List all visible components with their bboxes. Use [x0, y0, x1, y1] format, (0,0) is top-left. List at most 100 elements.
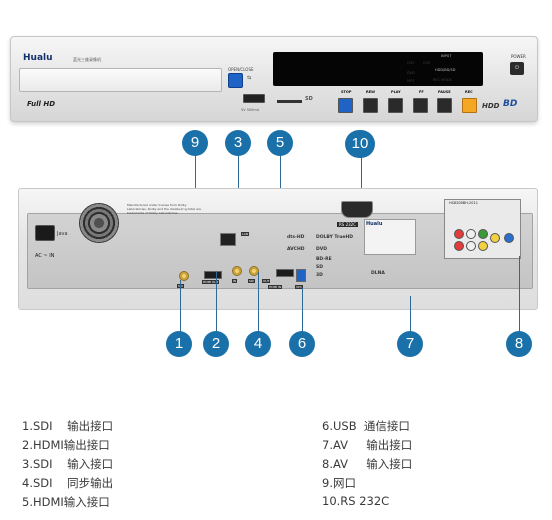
callout-6: 6 — [289, 331, 315, 357]
front-panel: Hualu 蓝光三维录像机 Full HD OPEN/CLOSE ⇆ 5V 50… — [10, 36, 538, 122]
leader-line-8 — [519, 256, 520, 332]
vfd-display: INPUT HDD/BD/SD REC MODE CH1 CH2 DVD MP3 — [273, 52, 483, 86]
3d-logo: 3D — [316, 273, 323, 278]
card-slot — [277, 100, 302, 103]
av-out-red-connector — [454, 241, 464, 251]
leader-line-1 — [180, 280, 181, 332]
ac-power-socket — [35, 225, 55, 241]
rec-mode-label: REC MODE — [433, 78, 452, 82]
channel-1: CH1 — [407, 61, 415, 65]
callout-4: 4 — [245, 331, 271, 357]
av-out-white-connector — [466, 241, 476, 251]
rec-button[interactable] — [462, 98, 477, 113]
rec-label: REC — [465, 90, 473, 94]
hdd-bd-sd-label: HDD/BD/SD — [435, 68, 456, 72]
leader-line-6 — [302, 288, 303, 332]
av-out-yellow-connector — [478, 241, 488, 251]
hdd-logo: HDD — [482, 102, 500, 110]
sticker-brand: Hualu — [366, 221, 383, 227]
usb-caption: 5V 500mA — [241, 108, 260, 112]
sdi-sync-label: OUT — [262, 279, 271, 283]
sdi-in-connector — [232, 266, 242, 276]
legend-item-5: 5.HDMI输入接口 — [22, 495, 110, 509]
stop-button[interactable] — [338, 98, 353, 113]
ff-button[interactable] — [413, 98, 428, 113]
full-hd-badge: Full HD — [27, 100, 55, 108]
rear-usb-port — [296, 269, 306, 282]
legend-item-10: 10.RS 232C — [322, 494, 390, 508]
av-in-red-connector — [454, 229, 464, 239]
av-in-blue-connector — [504, 233, 514, 243]
open-close-button[interactable] — [228, 73, 243, 88]
stop-label: STOP — [341, 90, 352, 94]
ac-in-label: AC ~ IN — [35, 253, 55, 259]
leader-line-10 — [361, 157, 362, 199]
lan-port — [220, 233, 236, 246]
hdmi-in-label: HDMI IN — [268, 285, 283, 289]
ff-label: FF — [419, 90, 424, 94]
java-logo: Java — [57, 231, 68, 237]
bd-re-logo: BD-RE — [316, 257, 332, 262]
usb-icon: ⇆ — [247, 75, 252, 81]
dlna-logo: DLNA — [371, 271, 385, 276]
callout-8: 8 — [506, 331, 532, 357]
leader-line-7 — [410, 296, 411, 332]
cooling-fan — [79, 203, 119, 243]
rear-sticker — [364, 219, 416, 255]
callout-7: 7 — [397, 331, 423, 357]
sdi-out-connector — [179, 271, 189, 281]
input-label: INPUT — [441, 54, 452, 58]
hdmi-in-port — [276, 269, 294, 277]
power-button[interactable]: ⏻ — [510, 62, 524, 75]
sdi-sync-connector — [249, 266, 259, 276]
power-label: POWER — [511, 54, 526, 59]
dolby-logo: DOLBY TrueHD — [316, 235, 353, 240]
legend-item-8: 8.AV 输入接口 — [322, 457, 413, 471]
sdi-label: SDI — [248, 279, 256, 283]
channel-4: MP3 — [407, 79, 415, 83]
legend-item-3: 3.SDI 输入接口 — [22, 457, 114, 471]
avchd-logo: AVCHD — [287, 247, 305, 252]
leader-line-4 — [258, 272, 259, 332]
play-button[interactable] — [388, 98, 403, 113]
sdi-in-label: IN — [232, 279, 238, 283]
dvd-logo: DVD — [316, 247, 327, 252]
serial-number: HS8208BH-2011 — [449, 201, 478, 205]
pause-label: PAUSE — [438, 90, 451, 94]
rs232-port — [341, 201, 373, 218]
disc-tray — [19, 68, 222, 92]
open-close-label: OPEN/CLOSE — [228, 67, 254, 72]
sd-rear-logo: SD — [316, 265, 323, 270]
rew-label: REW — [366, 90, 375, 94]
av-in-white-connector — [466, 229, 476, 239]
callout-3: 3 — [225, 130, 251, 156]
callout-9: 9 — [182, 130, 208, 156]
hdmi-out-label: HDMI OUT — [202, 280, 220, 284]
lan-label: LAN — [241, 232, 250, 236]
dts-logo: dts-HD — [287, 235, 305, 240]
hdmi-out-port — [204, 271, 222, 279]
brand-logo: Hualu — [23, 53, 53, 63]
pause-button[interactable] — [437, 98, 452, 113]
play-label: PLAY — [391, 90, 401, 94]
av-in-yellow-connector — [490, 233, 500, 243]
rear-panel: AC ~ IN Java Manufactured under license … — [18, 188, 538, 310]
leader-line-9 — [195, 155, 196, 215]
rew-button[interactable] — [363, 98, 378, 113]
legend-item-6: 6.USB 通信接口 — [322, 419, 410, 433]
callout-1: 1 — [166, 331, 192, 357]
channel-3: DVD — [407, 71, 415, 75]
usb-label: SPC — [295, 285, 303, 289]
warning-text: Manufactured under license from Dolby La… — [127, 203, 202, 215]
legend-item-2: 2.HDMI输出接口 — [22, 438, 110, 452]
legend-item-1: 1.SDI 输出接口 — [22, 419, 114, 433]
leader-line-2 — [216, 272, 217, 332]
channel-2: CH2 — [423, 61, 431, 65]
callout-10: 10 — [345, 130, 375, 158]
callout-2: 2 — [203, 331, 229, 357]
legend-item-7: 7.AV 输出接口 — [322, 438, 413, 452]
front-usb-port — [243, 94, 265, 103]
rs232-label: RS 232C — [337, 222, 359, 227]
model-name: 蓝光三维录像机 — [73, 57, 101, 62]
callout-5: 5 — [267, 130, 293, 156]
